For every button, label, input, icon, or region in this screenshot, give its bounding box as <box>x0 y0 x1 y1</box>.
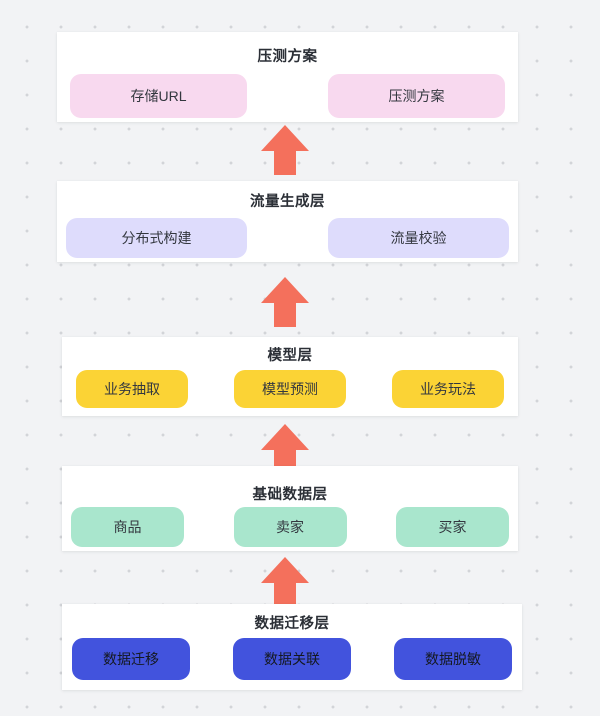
layer-title-base-data: 基础数据层 <box>252 487 328 503</box>
layer-title-data-migration: 数据迁移层 <box>254 616 330 632</box>
layer-title-model: 模型层 <box>267 348 313 364</box>
arrow-shaft <box>274 582 296 607</box>
arrow-traffic-to-plan <box>261 125 309 175</box>
pill-data-migration[interactable]: 数据迁移 <box>72 638 190 680</box>
pill-row-base-data: 商品 卖家 买家 <box>62 507 518 547</box>
arrow-head-icon <box>261 277 309 303</box>
pill-buyer[interactable]: 买家 <box>396 507 509 547</box>
arrow-model-to-traffic <box>261 277 309 327</box>
pill-row-model: 业务抽取 模型预测 业务玩法 <box>62 370 518 408</box>
arrow-head-icon <box>261 424 309 450</box>
pill-product[interactable]: 商品 <box>71 507 184 547</box>
arrow-shaft <box>274 302 296 327</box>
layer-title-pressure-test-plan: 压测方案 <box>257 49 318 65</box>
pill-traffic-validation[interactable]: 流量校验 <box>328 218 509 258</box>
arrow-shaft <box>274 150 296 175</box>
pill-data-association[interactable]: 数据关联 <box>233 638 351 680</box>
pill-seller[interactable]: 卖家 <box>233 507 347 547</box>
layer-card-pressure-test-plan[interactable]: 压测方案 存储URL 压测方案 <box>57 32 518 122</box>
arrow-head-icon <box>261 125 309 151</box>
layer-card-data-migration[interactable]: 数据迁移层 数据迁移 数据关联 数据脱敏 <box>62 604 522 690</box>
layer-card-base-data[interactable]: 基础数据层 商品 卖家 买家 <box>62 466 518 551</box>
pill-pressure-test-plan[interactable]: 压测方案 <box>328 74 505 118</box>
pill-row-traffic-generation: 分布式构建 流量校验 <box>57 218 518 258</box>
pill-business-extraction[interactable]: 业务抽取 <box>76 370 188 408</box>
pill-data-masking[interactable]: 数据脱敏 <box>394 638 512 680</box>
pill-row-data-migration: 数据迁移 数据关联 数据脱敏 <box>62 638 522 680</box>
layer-card-traffic-generation[interactable]: 流量生成层 分布式构建 流量校验 <box>57 181 518 262</box>
arrow-migration-to-basedata <box>261 557 309 607</box>
pill-model-prediction[interactable]: 模型预测 <box>234 370 346 408</box>
layer-card-model[interactable]: 模型层 业务抽取 模型预测 业务玩法 <box>62 337 518 416</box>
pill-distributed-build[interactable]: 分布式构建 <box>66 218 247 258</box>
pill-storage-url[interactable]: 存储URL <box>70 74 247 118</box>
pill-business-play[interactable]: 业务玩法 <box>392 370 504 408</box>
layer-title-traffic-generation: 流量生成层 <box>250 194 325 210</box>
pill-row-pressure-test-plan: 存储URL 压测方案 <box>57 74 518 118</box>
arrow-head-icon <box>261 557 309 583</box>
